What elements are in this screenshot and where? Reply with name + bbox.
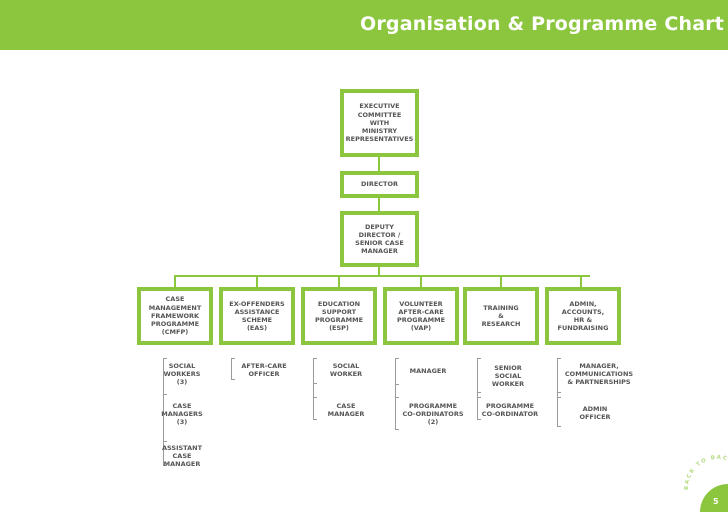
connector-deputy-bus bbox=[378, 267, 380, 277]
bracket-tick bbox=[395, 358, 399, 359]
staff-label: SENIOR SOCIAL WORKER bbox=[491, 364, 525, 389]
bracket-tick bbox=[557, 358, 561, 359]
page-title: Organisation & Programme Chart bbox=[360, 13, 725, 35]
programme-box-admin: ADMIN, ACCOUNTS, HR & FUNDRAISING bbox=[545, 287, 621, 345]
bracket-tick bbox=[395, 429, 399, 430]
programme-label: EX-OFFENDERS ASSISTANCE SCHEME (EAS) bbox=[223, 291, 291, 341]
bracket-tick bbox=[313, 358, 317, 359]
connector-director-deputy bbox=[378, 198, 380, 212]
deputy-director-label: DEPUTY DIRECTOR / SENIOR CASE MANAGER bbox=[344, 215, 415, 263]
staff-label: CASE MANAGERS (3) bbox=[161, 402, 203, 427]
staff-label: SOCIAL WORKERS (3) bbox=[163, 362, 201, 387]
bracket-tick bbox=[557, 426, 561, 427]
bus-drop-4 bbox=[420, 275, 422, 288]
bus-drop-1 bbox=[174, 275, 176, 288]
bus-drop-3 bbox=[338, 275, 340, 288]
bracket-tick bbox=[163, 394, 167, 395]
executive-committee-label: EXECUTIVE COMMITTEE WITH MINISTRY REPRES… bbox=[344, 93, 415, 153]
staff-label: ASSISTANT CASE MANAGER bbox=[161, 444, 203, 469]
bracket-tick bbox=[231, 379, 235, 380]
staff-bracket-esp bbox=[313, 358, 314, 420]
staff-bracket-eas bbox=[231, 358, 232, 380]
staff-bracket-training bbox=[477, 358, 478, 420]
bus-drop-2 bbox=[256, 275, 258, 288]
bracket-tick bbox=[557, 392, 561, 393]
bracket-tick bbox=[477, 419, 481, 420]
bracket-tick bbox=[163, 465, 167, 466]
staff-label: PROGRAMME CO-ORDINATORS (2) bbox=[402, 402, 464, 427]
staff-label: CASE MANAGER bbox=[327, 402, 365, 419]
staff-bracket-vap bbox=[395, 358, 396, 430]
bus-drop-6 bbox=[580, 275, 582, 288]
programme-bus-line bbox=[174, 275, 590, 277]
page-number: 5 bbox=[713, 497, 719, 506]
header-bar: Organisation & Programme Chart bbox=[0, 0, 728, 50]
bracket-tick bbox=[477, 358, 481, 359]
programme-label: TRAINING & RESEARCH bbox=[467, 291, 535, 341]
connector-exec-director bbox=[378, 157, 380, 172]
programme-box-cmfp: CASE MANAGEMENT FRAMEWORK PROGRAMME (CMF… bbox=[137, 287, 213, 345]
bracket-tick bbox=[477, 392, 481, 393]
programme-box-vap: VOLUNTEER AFTER-CARE PROGRAMME (VAP) bbox=[383, 287, 459, 345]
bracket-tick bbox=[313, 383, 317, 384]
staff-label: SOCIAL WORKER bbox=[329, 362, 363, 379]
staff-label: MANAGER bbox=[409, 367, 447, 375]
programme-label: EDUCATION SUPPORT PROGRAMME (ESP) bbox=[305, 291, 373, 341]
staff-label: PROGRAMME CO-ORDINATOR bbox=[481, 402, 539, 419]
bracket-tick bbox=[163, 358, 167, 359]
programme-label: VOLUNTEER AFTER-CARE PROGRAMME (VAP) bbox=[387, 291, 455, 341]
programme-box-eas: EX-OFFENDERS ASSISTANCE SCHEME (EAS) bbox=[219, 287, 295, 345]
corner-arc-text: BACK TO BACK bbox=[676, 452, 727, 490]
staff-label: AFTER-CARE OFFICER bbox=[241, 362, 287, 379]
director-box: DIRECTOR bbox=[340, 171, 419, 198]
bracket-tick bbox=[231, 358, 235, 359]
bracket-tick bbox=[395, 384, 399, 385]
programme-label: CASE MANAGEMENT FRAMEWORK PROGRAMME (CMF… bbox=[141, 291, 209, 341]
staff-label: MANAGER, COMMUNICATIONS & PARTNERSHIPS bbox=[564, 362, 634, 387]
executive-committee-box: EXECUTIVE COMMITTEE WITH MINISTRY REPRES… bbox=[340, 89, 419, 157]
bracket-tick bbox=[477, 397, 481, 398]
bracket-tick bbox=[163, 441, 167, 442]
director-label: DIRECTOR bbox=[344, 175, 415, 194]
bracket-tick bbox=[313, 419, 317, 420]
programme-label: ADMIN, ACCOUNTS, HR & FUNDRAISING bbox=[549, 291, 617, 341]
bracket-tick bbox=[557, 397, 561, 398]
bus-drop-5 bbox=[500, 275, 502, 288]
programme-box-training: TRAINING & RESEARCH bbox=[463, 287, 539, 345]
deputy-director-box: DEPUTY DIRECTOR / SENIOR CASE MANAGER bbox=[340, 211, 419, 267]
bracket-tick bbox=[313, 397, 317, 398]
staff-bracket-cmfp bbox=[163, 358, 164, 466]
programme-box-esp: EDUCATION SUPPORT PROGRAMME (ESP) bbox=[301, 287, 377, 345]
staff-label: ADMIN OFFICER bbox=[579, 405, 611, 422]
bracket-tick bbox=[395, 397, 399, 398]
